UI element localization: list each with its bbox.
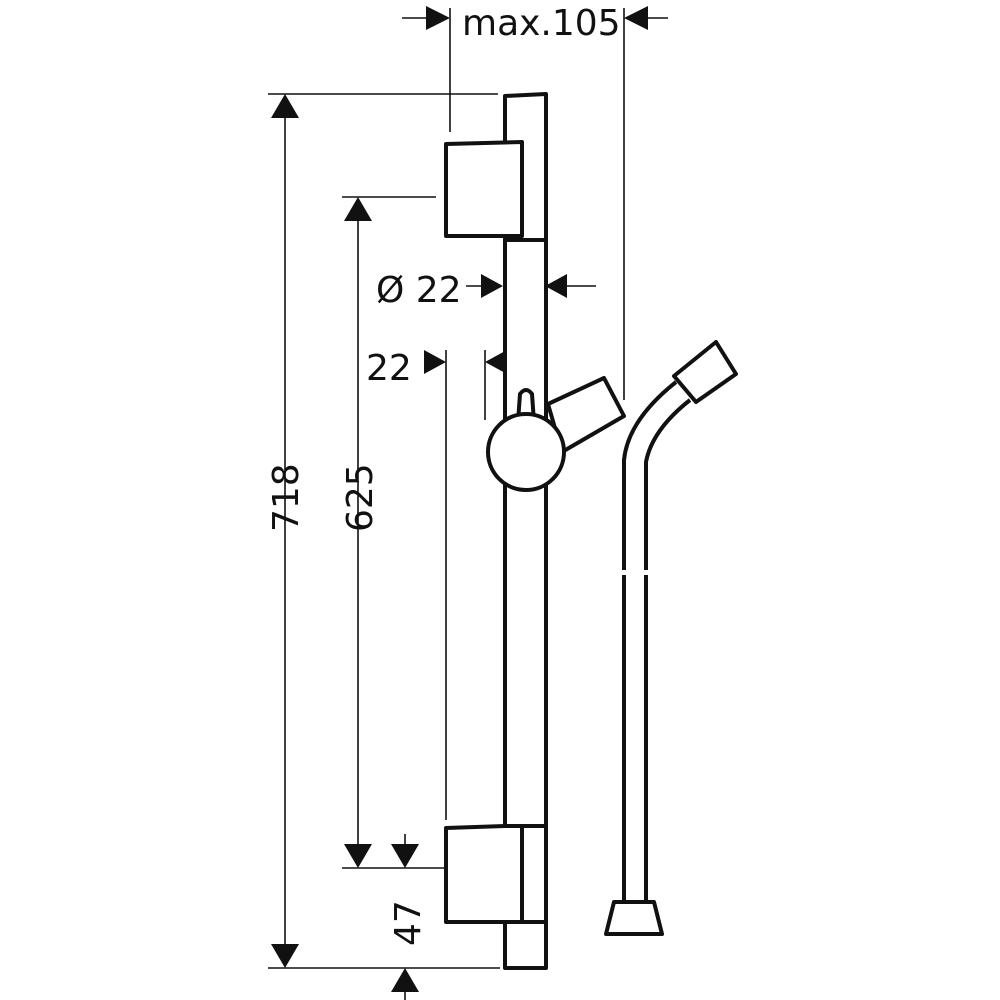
arrowhead-down (344, 844, 372, 868)
dimension-total-height-label: 718 (266, 463, 307, 532)
arrowhead-up (271, 94, 299, 118)
slide-rail-rod (503, 92, 548, 970)
arrowhead-right (426, 6, 450, 30)
top-wall-bracket (444, 140, 524, 238)
hose-nut (604, 900, 664, 936)
dimension-mount-spacing-label: 625 (340, 463, 381, 532)
shower-hose (604, 340, 738, 936)
bottom-wall-bracket (444, 824, 548, 924)
arrowhead-up (391, 968, 419, 992)
dimension-arrows-diameter (481, 274, 567, 298)
dimension-line-625 (344, 197, 372, 868)
dimension-line-47 (391, 834, 419, 1000)
dimension-max-depth-label: max.105 (462, 3, 621, 44)
arrowhead-left (545, 274, 567, 298)
dimension-wall-offset-label: 22 (366, 348, 412, 389)
dimension-line-718 (271, 94, 299, 968)
arrowhead-down (271, 944, 299, 968)
arrowhead-right (481, 274, 503, 298)
slider-knob (486, 412, 566, 492)
arrowhead-down (391, 844, 419, 868)
arrowhead-left (624, 6, 648, 30)
arrowhead-up (344, 197, 372, 221)
dimension-bottom-offset-label: 47 (388, 900, 429, 946)
arrowhead-right (424, 350, 446, 374)
dimension-rod-diameter-label: Ø 22 (376, 270, 462, 311)
dimension-arrows-offset (424, 350, 507, 374)
arrowhead-left (485, 350, 507, 374)
dimension-arrows-top (426, 6, 648, 30)
